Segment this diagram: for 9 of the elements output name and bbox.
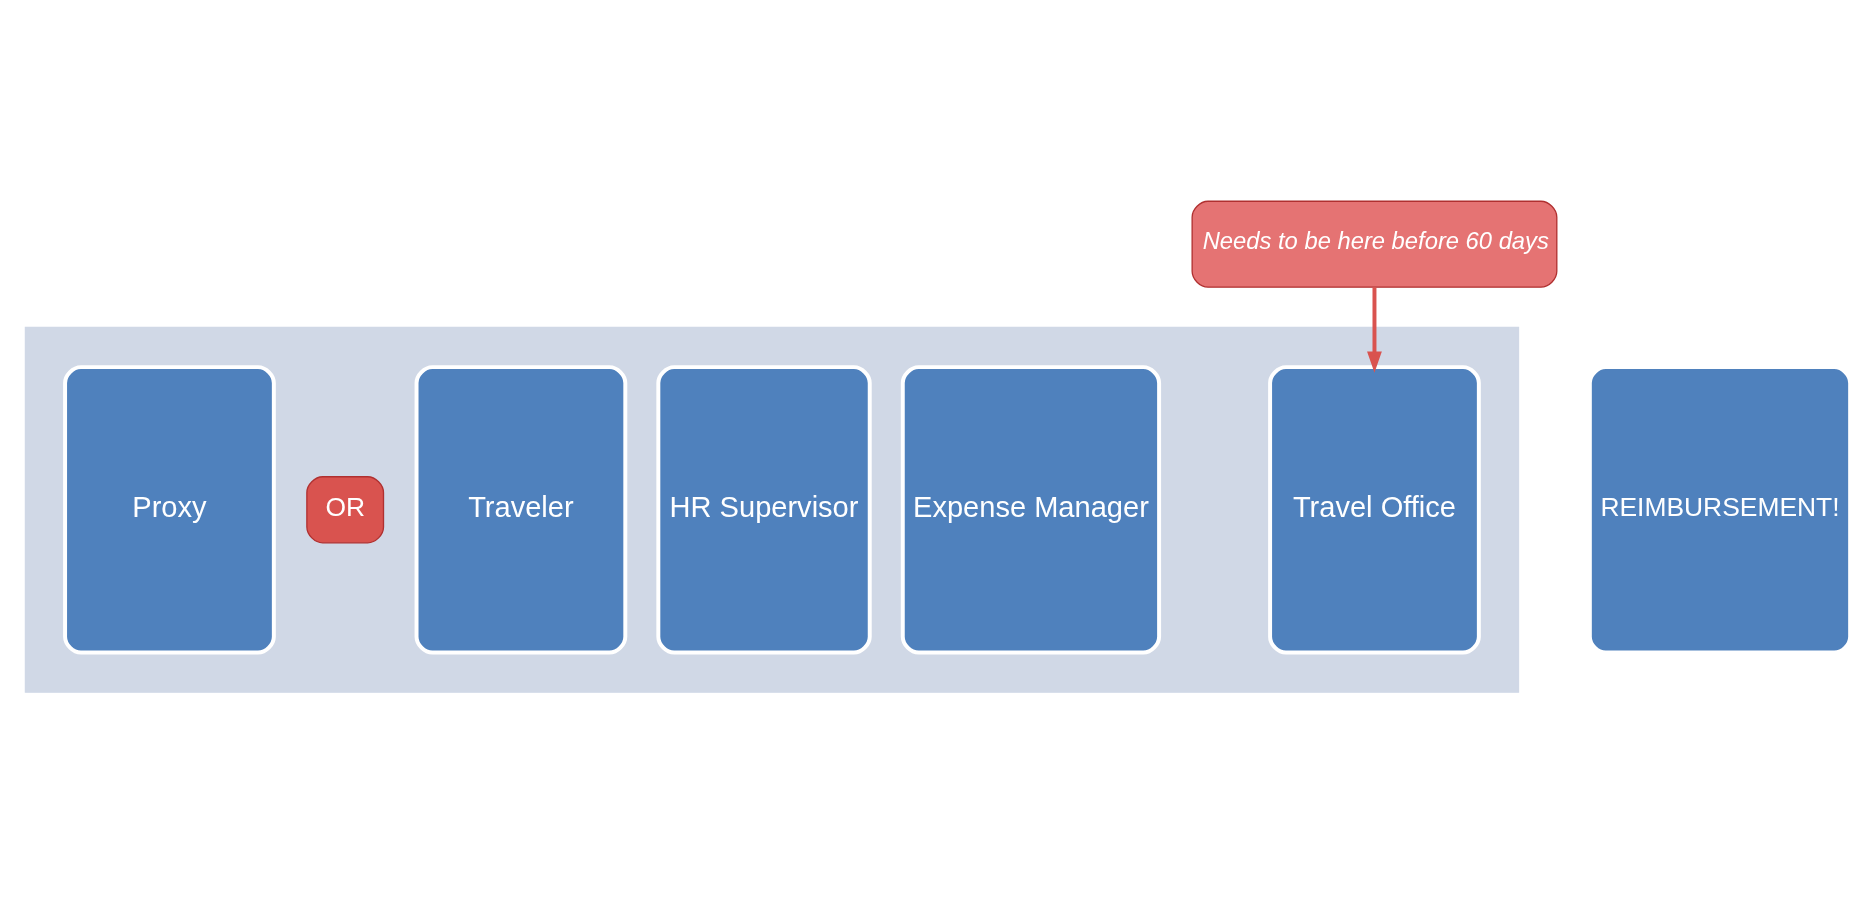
node-box: Expense Manager (900, 364, 1162, 654)
arrow (1367, 286, 1382, 373)
cluster (24, 326, 1520, 693)
node-box: Travel Office (1268, 364, 1481, 654)
node-box: Needs to be here before 60 days (1191, 200, 1558, 288)
node-box: Traveler (414, 364, 628, 654)
node-box: Proxy (63, 364, 276, 654)
node-box: OR (306, 475, 385, 543)
node-box: HR Supervisor (656, 364, 872, 654)
